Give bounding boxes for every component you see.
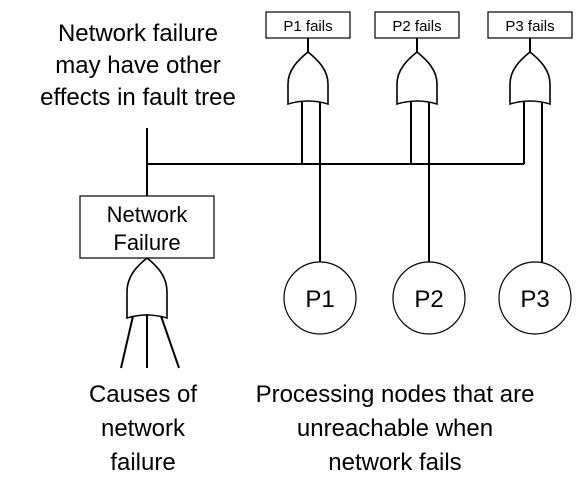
note-line-3: effects in fault tree — [40, 84, 236, 111]
caption-line-1: Causes of — [89, 381, 197, 408]
node-label: P3 — [520, 286, 549, 313]
caption-line-3: failure — [110, 449, 175, 476]
caption-line-3: network fails — [328, 449, 461, 476]
or-gate-p2 — [396, 50, 438, 106]
caption-processing-nodes: Processing nodes that are unreachable wh… — [256, 381, 535, 476]
node-label: P2 — [414, 286, 443, 313]
caption-line-1: Processing nodes that are — [256, 381, 535, 408]
node-p3: P3 — [498, 261, 572, 335]
node-label: P1 — [305, 286, 334, 313]
note-line-1: Network failure — [58, 20, 218, 47]
event-label: P1 fails — [283, 18, 332, 35]
event-label-line-2: Failure — [113, 230, 180, 255]
event-p3-fails: P3 fails — [487, 11, 573, 39]
event-p2-fails: P2 fails — [374, 11, 460, 39]
caption-line-2: unreachable when — [297, 415, 493, 442]
caption-line-2: network — [101, 415, 186, 442]
event-label-line-1: Network — [107, 202, 189, 227]
cause-input-3 — [160, 315, 180, 369]
or-gate-p1 — [287, 50, 329, 106]
node-circle — [283, 261, 357, 335]
cause-input-1 — [120, 315, 134, 369]
or-gate-network — [126, 256, 168, 320]
node-p2: P2 — [392, 261, 466, 335]
note-network-effects: Network failure may have other effects i… — [40, 20, 236, 111]
event-box — [79, 195, 215, 259]
node-circle — [392, 261, 466, 335]
node-p1: P1 — [283, 261, 357, 335]
note-line-2: may have other — [55, 52, 220, 79]
node-circle — [498, 261, 572, 335]
event-box — [374, 11, 460, 39]
event-p1-fails: P1 fails — [265, 11, 351, 39]
or-gate-p3 — [509, 50, 551, 106]
event-label: P2 fails — [392, 18, 441, 35]
event-label: P3 fails — [505, 18, 554, 35]
caption-causes: Causes of network failure — [89, 381, 197, 476]
event-network-failure: Network Failure — [79, 195, 215, 259]
event-box — [265, 11, 351, 39]
